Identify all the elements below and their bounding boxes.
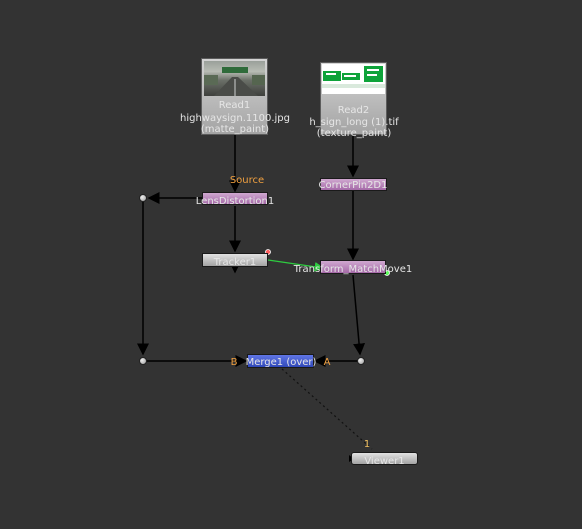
merge-input-a-label: A	[323, 357, 331, 368]
expression-link-tracker-transform	[267, 259, 325, 272]
merge-input-b-label: B	[230, 357, 238, 368]
dot-bottom-right[interactable]	[357, 357, 365, 365]
highway-photo-icon	[204, 67, 265, 96]
lens-distortion-node[interactable]	[202, 192, 268, 205]
lens-distortion-label: LensDistortion1	[195, 196, 275, 207]
dot-bottom-left[interactable]	[139, 357, 147, 365]
link-transform-dot	[352, 274, 366, 356]
read2-node[interactable]	[320, 62, 387, 135]
merge-label: Merge1 (over)	[245, 357, 317, 368]
cornerpin-label: CornerPin2D1	[318, 180, 388, 191]
read1-node[interactable]	[201, 58, 268, 135]
dot-top-left[interactable]	[139, 194, 147, 202]
merge-node[interactable]	[247, 354, 314, 368]
lens-source-input-label: Source	[229, 175, 265, 186]
read2-layer: (texture_paint)	[316, 128, 392, 139]
read1-layer: (matte_paint)	[200, 124, 270, 135]
viewer-input-label: 1	[363, 439, 371, 450]
sign-texture-icon	[322, 66, 385, 88]
tracker-node[interactable]	[202, 253, 268, 267]
read2-filename: h_sign_long (1).tif	[309, 117, 399, 128]
tracker-label: Tracker1	[213, 257, 257, 268]
read2-thumbnail	[322, 64, 385, 94]
transform-matchmove-node[interactable]	[320, 260, 386, 274]
link-merge-viewer	[281, 368, 373, 450]
viewer-label: Viewer1	[364, 456, 405, 467]
read1-filename: highwaysign.1100.jpg	[180, 113, 290, 124]
viewer-node[interactable]	[351, 452, 418, 465]
cornerpin-node[interactable]	[320, 178, 387, 191]
read1-thumbnail	[204, 61, 265, 96]
read1-title: Read1	[218, 100, 251, 111]
transform-matchmove-label: Transform_MatchMove1	[293, 264, 413, 275]
read2-title: Read2	[337, 105, 370, 116]
